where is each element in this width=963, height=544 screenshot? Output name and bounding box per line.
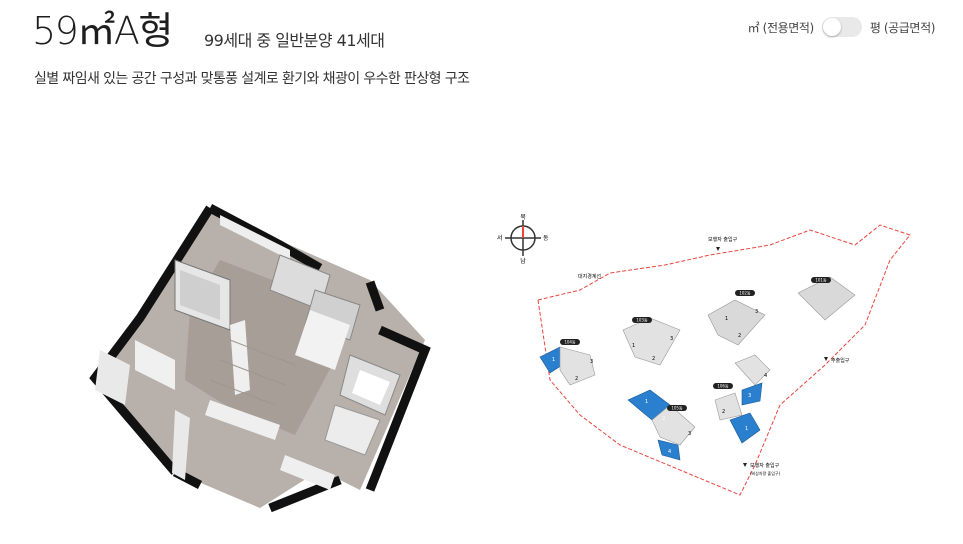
switch-knob	[822, 18, 841, 36]
vehicle-entrance-arrow-icon	[824, 357, 828, 361]
compass-icon: 북 남 동 서	[497, 214, 549, 265]
boundary-label: 대지경계선	[578, 273, 601, 280]
building-105-unit-4: 4	[668, 449, 671, 455]
compass-east-label: 동	[543, 235, 549, 242]
area-unit-sqm-label[interactable]: ㎡ (전용면적)	[747, 20, 815, 35]
building-104[interactable]: 104동 1 2 3	[539, 339, 596, 386]
building-102-unit-1: 1	[725, 316, 728, 322]
compass-north-label: 북	[520, 214, 526, 221]
pedestrian-bottom-arrow-icon	[743, 463, 747, 467]
building-105-unit-1: 1	[645, 399, 648, 405]
compass-west-label: 서	[497, 234, 503, 242]
building-105-unit-3: 3	[688, 431, 691, 437]
building-106-unit-3: 3	[748, 393, 751, 399]
building-103-unit-3: 3	[670, 336, 673, 342]
building-105-unit-2: 2	[662, 416, 665, 422]
building-106-unit-1: 1	[745, 426, 748, 432]
unit-count-subtitle: 99세대 중 일반분양 41세대	[204, 31, 385, 50]
unit-description: 실별 짜임새 있는 공간 구성과 맞통풍 설계로 환기와 채광이 우수한 판상형…	[34, 71, 470, 87]
building-105-label: 105동	[671, 406, 683, 411]
building-103-label: 103동	[636, 318, 648, 323]
site-plan-map: 북 남 동 서 대지경계선 보행자 출입구 주출입구 보행자 출입구 (비상차량…	[497, 214, 911, 496]
building-106-unit-2: 2	[722, 409, 725, 415]
building-101-label: 101동	[815, 278, 827, 283]
compass-south-label: 남	[520, 257, 526, 265]
entrance-arrow-icon	[716, 247, 720, 251]
building-104-unit-3: 3	[590, 359, 593, 365]
building-103-unit-1: 1	[632, 343, 635, 349]
building-102-unit-2: 2	[738, 333, 741, 339]
building-106[interactable]: 106동 1 2 3 4	[713, 354, 771, 444]
area-unit-switch[interactable]	[821, 17, 862, 37]
building-102[interactable]: 102동 1 2 3	[707, 290, 766, 346]
page-title: 59㎡A형	[32, 9, 173, 53]
building-106-unit-4: 4	[764, 373, 767, 379]
pedestrian-entrance-top-label: 보행자 출입구	[708, 236, 738, 243]
building-103[interactable]: 103동 1 2 3	[622, 317, 681, 366]
area-unit-pyeong-label[interactable]: 평 (공급면적)	[869, 20, 936, 35]
building-102-unit-3: 3	[755, 309, 758, 315]
pedestrian-entrance-bottom-label: 보행자 출입구	[750, 462, 780, 469]
building-104-label: 104동	[564, 340, 576, 345]
building-104-unit-2: 2	[575, 376, 578, 382]
vehicle-entrance-label: 주출입구	[831, 357, 850, 364]
building-105[interactable]: 105동 1 2 3 4	[627, 389, 696, 461]
pedestrian-entrance-bottom-sublabel: (비상차량 출입구)	[750, 470, 781, 476]
building-101[interactable]: 101동	[797, 276, 856, 321]
building-103-unit-2: 2	[652, 356, 655, 362]
floor-plan-3d	[89, 204, 431, 513]
building-106-label: 106동	[717, 384, 729, 389]
area-unit-toggle: ㎡ (전용면적) 평 (공급면적)	[748, 17, 935, 37]
building-102-label: 102동	[739, 291, 751, 296]
building-104-unit-1: 1	[552, 357, 555, 363]
site-boundary-line	[537, 224, 911, 496]
